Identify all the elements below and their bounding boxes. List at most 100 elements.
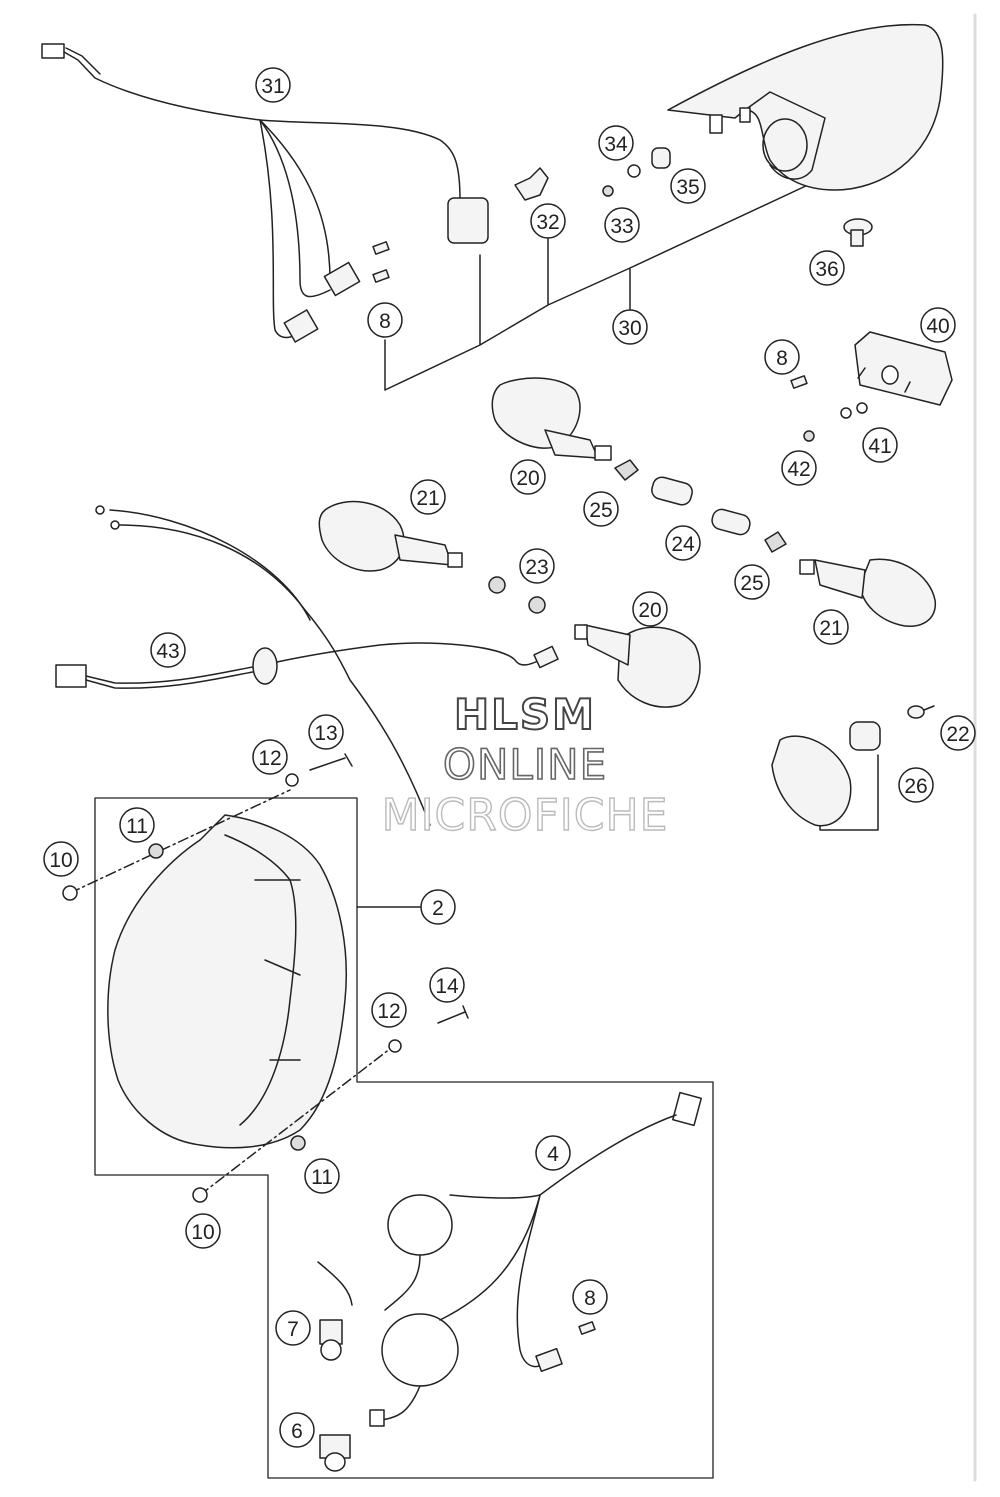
side-reflector-26 bbox=[771, 721, 881, 827]
washer-41b bbox=[856, 402, 868, 414]
watermark-line-2: ONLINE bbox=[442, 739, 608, 790]
watermark-line-1: HLSM bbox=[453, 689, 596, 740]
callout-10-a: 10 bbox=[43, 841, 79, 877]
nut-42 bbox=[803, 430, 815, 442]
callout-8-a: 8 bbox=[367, 302, 403, 338]
callout-4: 4 bbox=[535, 1135, 571, 1171]
grommet-25-a bbox=[614, 459, 639, 481]
bulb-8-top-b bbox=[372, 269, 390, 283]
spacer-24-b bbox=[711, 508, 751, 536]
callout-36: 36 bbox=[809, 250, 845, 286]
svg-text:31: 31 bbox=[261, 75, 284, 98]
washer-12-top bbox=[285, 773, 299, 787]
svg-text:10: 10 bbox=[49, 849, 72, 872]
callout-42: 42 bbox=[781, 450, 817, 486]
bolt-10-bottom bbox=[192, 1187, 208, 1203]
svg-text:14: 14 bbox=[435, 975, 459, 998]
bolt-10-top bbox=[62, 885, 78, 901]
callout-8-b: 8 bbox=[764, 339, 800, 375]
wiring-harness-43 bbox=[55, 505, 559, 826]
callout-11-b: 11 bbox=[304, 1158, 340, 1194]
svg-text:26: 26 bbox=[904, 775, 927, 798]
turn-signal-20-top bbox=[491, 377, 612, 461]
turn-signal-21-right bbox=[799, 558, 936, 627]
svg-text:43: 43 bbox=[156, 640, 179, 663]
svg-text:35: 35 bbox=[676, 176, 699, 199]
turn-signal-21-left bbox=[318, 500, 463, 572]
callout-labels: 31 34 35 32 33 36 8 30 40 8 41 42 20 21 … bbox=[43, 67, 976, 1448]
turn-signal-20-mid bbox=[574, 624, 701, 708]
callout-24: 24 bbox=[665, 525, 701, 561]
svg-text:10: 10 bbox=[191, 1221, 214, 1244]
svg-text:11: 11 bbox=[311, 1166, 333, 1189]
leader-10-bottom bbox=[199, 1044, 396, 1196]
svg-text:41: 41 bbox=[868, 435, 891, 458]
headlight-housing-2 bbox=[107, 814, 348, 1149]
svg-text:4: 4 bbox=[547, 1143, 559, 1166]
license-plate-light-40 bbox=[854, 331, 953, 406]
callout-14: 14 bbox=[429, 967, 465, 1003]
callout-35: 35 bbox=[670, 168, 706, 204]
spacer-24-a bbox=[651, 476, 693, 506]
bulb-22 bbox=[907, 705, 935, 719]
washer-34 bbox=[627, 164, 641, 178]
grommet-11-top bbox=[148, 843, 164, 859]
callout-31: 31 bbox=[255, 67, 291, 103]
nut-23-b bbox=[528, 596, 546, 614]
svg-text:7: 7 bbox=[287, 1318, 299, 1341]
bulb-7 bbox=[317, 1261, 353, 1361]
wire-harness-31 bbox=[41, 43, 489, 343]
svg-text:12: 12 bbox=[258, 747, 281, 770]
callout-43: 43 bbox=[150, 632, 186, 668]
nut-33 bbox=[602, 185, 614, 197]
callout-40: 40 bbox=[920, 307, 956, 343]
svg-text:11: 11 bbox=[126, 815, 148, 838]
leader-10-top bbox=[69, 789, 291, 894]
screw-13 bbox=[309, 753, 353, 771]
grommet-11-bottom bbox=[290, 1135, 306, 1151]
svg-text:21: 21 bbox=[819, 617, 842, 640]
callout-21-b: 21 bbox=[813, 609, 849, 645]
callout-13: 13 bbox=[308, 714, 344, 750]
callout-33: 33 bbox=[604, 207, 640, 243]
svg-text:21: 21 bbox=[416, 487, 439, 510]
callout-12-b: 12 bbox=[371, 992, 407, 1028]
callout-6: 6 bbox=[279, 1412, 315, 1448]
washer-12-bottom bbox=[388, 1039, 402, 1053]
callout-7: 7 bbox=[275, 1310, 311, 1346]
svg-text:13: 13 bbox=[314, 722, 337, 745]
svg-text:24: 24 bbox=[671, 533, 695, 556]
svg-text:6: 6 bbox=[291, 1420, 303, 1443]
rubber-bump-36 bbox=[843, 218, 873, 247]
svg-text:32: 32 bbox=[536, 211, 559, 234]
bulb-8-bottom bbox=[578, 1321, 596, 1335]
callout-22: 22 bbox=[940, 715, 976, 751]
svg-text:12: 12 bbox=[377, 1000, 400, 1023]
callout-41: 41 bbox=[862, 427, 898, 463]
svg-text:25: 25 bbox=[589, 499, 612, 522]
callout-30: 30 bbox=[612, 309, 648, 345]
callout-8-c: 8 bbox=[572, 1279, 608, 1315]
light-harness-4 bbox=[369, 1091, 702, 1427]
callout-25-a: 25 bbox=[583, 491, 619, 527]
callout-12-a: 12 bbox=[252, 739, 288, 775]
callout-23: 23 bbox=[519, 548, 555, 584]
bulb-6 bbox=[319, 1434, 351, 1472]
svg-text:20: 20 bbox=[638, 599, 661, 622]
leader-30 bbox=[384, 169, 841, 391]
callout-21-a: 21 bbox=[410, 479, 446, 515]
callout-2: 2 bbox=[420, 889, 456, 925]
svg-text:8: 8 bbox=[584, 1287, 596, 1310]
svg-text:23: 23 bbox=[525, 556, 548, 579]
bulb-8-top-a bbox=[372, 241, 390, 255]
callout-20-a: 20 bbox=[510, 459, 546, 495]
svg-text:8: 8 bbox=[379, 310, 391, 333]
callout-34: 34 bbox=[598, 125, 634, 161]
headlight-assembly-bracket bbox=[94, 797, 714, 1479]
callout-25-b: 25 bbox=[734, 564, 770, 600]
svg-text:25: 25 bbox=[740, 572, 763, 595]
callout-26: 26 bbox=[898, 767, 934, 803]
svg-text:22: 22 bbox=[946, 723, 969, 746]
washer-41a bbox=[840, 407, 852, 419]
